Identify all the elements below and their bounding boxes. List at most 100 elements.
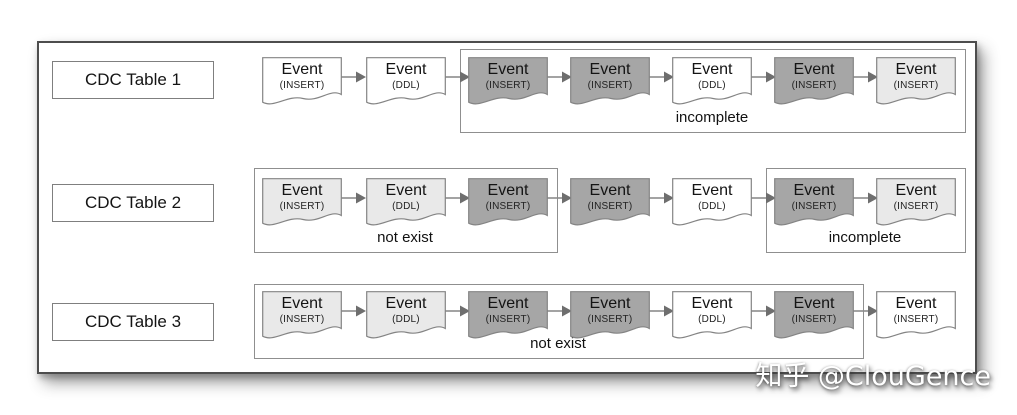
- document-shape-icon: [774, 57, 854, 105]
- event-kind: (DDL): [392, 314, 420, 325]
- group-box-incomplete: [766, 168, 966, 253]
- document-shape-icon: [468, 291, 548, 339]
- event-title: Event: [385, 295, 427, 312]
- event-kind: (INSERT): [587, 80, 633, 91]
- event-kind: (INSERT): [587, 314, 633, 325]
- event-node-ddl: Event (DDL): [366, 291, 446, 341]
- event-kind: (INSERT): [485, 314, 531, 325]
- event-title: Event: [793, 295, 835, 312]
- event-title: Event: [793, 61, 835, 78]
- document-shape-icon: [262, 178, 342, 226]
- document-shape-icon: [570, 291, 650, 339]
- document-shape-icon: [570, 178, 650, 226]
- group-label-incomplete: incomplete: [675, 109, 749, 126]
- group-box-not-exist: [254, 168, 558, 253]
- event-kind: (INSERT): [485, 80, 531, 91]
- event-node-insert: Event (INSERT): [468, 291, 548, 341]
- document-shape-icon: [366, 178, 446, 226]
- event-title: Event: [487, 61, 529, 78]
- event-node-insert: Event (INSERT): [774, 291, 854, 341]
- document-shape-icon: [366, 57, 446, 105]
- flow-arrow-icon: [341, 70, 366, 89]
- flow-arrow-icon: [649, 70, 674, 89]
- cdc-table-box: CDC Table 3: [52, 303, 214, 341]
- group-box-not-exist: [254, 284, 864, 359]
- event-node-insert: Event (INSERT): [262, 178, 342, 228]
- document-shape-icon: [774, 178, 854, 226]
- event-title: Event: [895, 295, 937, 312]
- flow-arrow-icon: [751, 304, 776, 323]
- event-kind: (INSERT): [893, 201, 939, 212]
- event-title: Event: [487, 295, 529, 312]
- event-title: Event: [691, 295, 733, 312]
- document-shape-icon: [570, 57, 650, 105]
- event-node-insert: Event (INSERT): [262, 57, 342, 107]
- event-node-insert: Event (INSERT): [570, 291, 650, 341]
- flow-arrow-icon: [751, 70, 776, 89]
- cdc-table-box: CDC Table 2: [52, 184, 214, 222]
- cdc-table-label: CDC Table 3: [84, 312, 182, 331]
- flow-arrow-icon: [341, 304, 366, 323]
- flow-arrow-icon: [341, 191, 366, 210]
- flow-arrow-icon: [649, 191, 674, 210]
- event-kind: (INSERT): [791, 80, 837, 91]
- event-title: Event: [281, 295, 323, 312]
- document-shape-icon: [876, 178, 956, 226]
- flow-arrow-icon: [445, 304, 470, 323]
- event-node-ddl: Event (DDL): [366, 178, 446, 228]
- group-label-not-exist: not exist: [377, 229, 433, 246]
- event-node-insert: Event (INSERT): [468, 57, 548, 107]
- event-kind: (INSERT): [279, 80, 325, 91]
- event-node-insert: Event (INSERT): [774, 57, 854, 107]
- event-node-insert: Event (INSERT): [876, 178, 956, 228]
- event-node-ddl: Event(DDL): [672, 178, 752, 228]
- flow-arrow-icon: [751, 191, 776, 210]
- flow-arrow-icon: [853, 191, 878, 210]
- event-title: Event: [385, 182, 427, 199]
- event-node-insert: Event (INSERT): [570, 178, 650, 228]
- event-kind: (DDL): [392, 80, 420, 91]
- flow-arrow-icon: [853, 304, 878, 323]
- document-shape-icon: [876, 291, 956, 339]
- event-node-insert: Event(INSERT): [468, 178, 548, 228]
- event-kind: (INSERT): [279, 314, 325, 325]
- event-kind: (DDL): [698, 201, 726, 212]
- document-shape-icon: [672, 57, 752, 105]
- event-node-ddl: Event (DDL): [672, 291, 752, 341]
- event-title: Event: [589, 295, 631, 312]
- group-label-incomplete: incomplete: [828, 229, 902, 246]
- document-shape-icon: [262, 57, 342, 105]
- event-title: Event: [895, 61, 937, 78]
- document-shape-icon: [774, 291, 854, 339]
- event-kind: (INSERT): [791, 201, 837, 212]
- event-kind: (INSERT): [791, 314, 837, 325]
- group-label-not-exist: not exist: [530, 335, 586, 352]
- event-title: Event: [487, 182, 529, 199]
- event-kind: (INSERT): [587, 201, 633, 212]
- flow-arrow-icon: [547, 191, 572, 210]
- event-kind: (DDL): [392, 201, 420, 212]
- document-shape-icon: [876, 57, 956, 105]
- event-kind: (INSERT): [893, 314, 939, 325]
- event-kind: (DDL): [698, 80, 726, 91]
- event-node-insert: Event (INSERT): [876, 291, 956, 341]
- event-title: Event: [589, 61, 631, 78]
- event-node-insert: Event(INSERT): [774, 178, 854, 228]
- document-shape-icon: [672, 178, 752, 226]
- event-title: Event: [281, 61, 323, 78]
- flow-arrow-icon: [547, 70, 572, 89]
- group-box-incomplete: [460, 49, 966, 133]
- cdc-table-box: CDC Table 1: [52, 61, 214, 99]
- event-title: Event: [281, 182, 323, 199]
- watermark-text: 知乎 @ClouGence: [755, 361, 991, 392]
- event-title: Event: [895, 182, 937, 199]
- document-shape-icon: [468, 178, 548, 226]
- cdc-table-label: CDC Table 1: [84, 70, 182, 89]
- event-title: Event: [589, 182, 631, 199]
- event-node-ddl: Event(DDL): [366, 57, 446, 107]
- flow-arrow-icon: [853, 70, 878, 89]
- event-node-insert: Event (INSERT): [262, 291, 342, 341]
- event-kind: (INSERT): [279, 201, 325, 212]
- event-kind: (DDL): [698, 314, 726, 325]
- document-shape-icon: [468, 57, 548, 105]
